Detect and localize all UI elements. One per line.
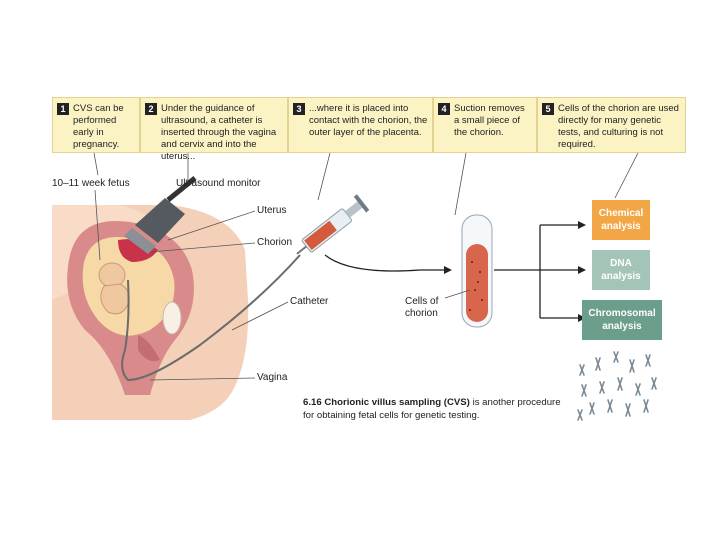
label-ultrasound-monitor: Ultrasound monitor	[176, 178, 261, 189]
label-catheter: Catheter	[290, 296, 329, 307]
caption-number: 6.16	[303, 397, 322, 408]
caption-rest: is another procedure for obtaining fetal…	[303, 397, 561, 421]
syringe	[296, 194, 370, 255]
label-cells-of-chorion: Cells of chorion	[405, 296, 439, 319]
chemical-analysis-label: Chemical analysis	[598, 207, 644, 233]
step-2-number: 2	[145, 103, 157, 115]
step-5-number: 5	[542, 103, 554, 115]
arrow-branch	[539, 224, 578, 319]
test-tube	[461, 214, 493, 328]
chromosomal-analysis-box: Chromosomal analysis	[582, 300, 662, 340]
figure-caption: 6.16 Chorionic villus sampling (CVS) is …	[303, 397, 573, 423]
step-4-text: Suction removes a small piece of the cho…	[454, 103, 525, 138]
caption-bold: Chorionic villus sampling (CVS)	[324, 397, 470, 408]
step-3-text: ...where it is placed into contact with …	[309, 103, 428, 138]
step-5-box: 5 Cells of the chorion are used directly…	[537, 97, 686, 153]
step-5-text: Cells of the chorion are used directly f…	[558, 103, 679, 150]
label-uterus: Uterus	[257, 205, 287, 216]
step-1-box: 1 CVS can be performed early in pregnanc…	[52, 97, 140, 153]
dna-analysis-box: DNA analysis	[592, 250, 650, 290]
fetus-body	[100, 283, 130, 315]
step-4-box: 4 Suction removes a small piece of the c…	[433, 97, 537, 153]
step-1-text: CVS can be performed early in pregnancy.	[73, 103, 124, 150]
ultrasound-probe	[124, 176, 197, 254]
chromosomal-analysis-label: Chromosomal analysis	[588, 307, 656, 333]
fetus-head	[98, 262, 126, 288]
step-4-number: 4	[438, 103, 450, 115]
arrow-to-tube	[324, 254, 445, 272]
catheter-line	[121, 254, 301, 382]
step-2-box: 2 Under the guidance of ultrasound, a ca…	[140, 97, 288, 162]
step-3-box: 3 ...where it is placed into contact wit…	[288, 97, 433, 153]
dna-analysis-label: DNA analysis	[601, 257, 641, 283]
chromosomes	[577, 351, 657, 421]
cervix	[138, 335, 160, 362]
chemical-analysis-box: Chemical analysis	[592, 200, 650, 240]
step-2-text: Under the guidance of ultrasound, a cath…	[161, 103, 277, 162]
step-1-number: 1	[57, 103, 69, 115]
step-3-number: 3	[293, 103, 305, 115]
bladder	[162, 301, 182, 335]
label-fetus: 10–11 week fetus	[52, 178, 130, 189]
label-vagina: Vagina	[257, 372, 288, 383]
label-chorion: Chorion	[257, 237, 293, 248]
